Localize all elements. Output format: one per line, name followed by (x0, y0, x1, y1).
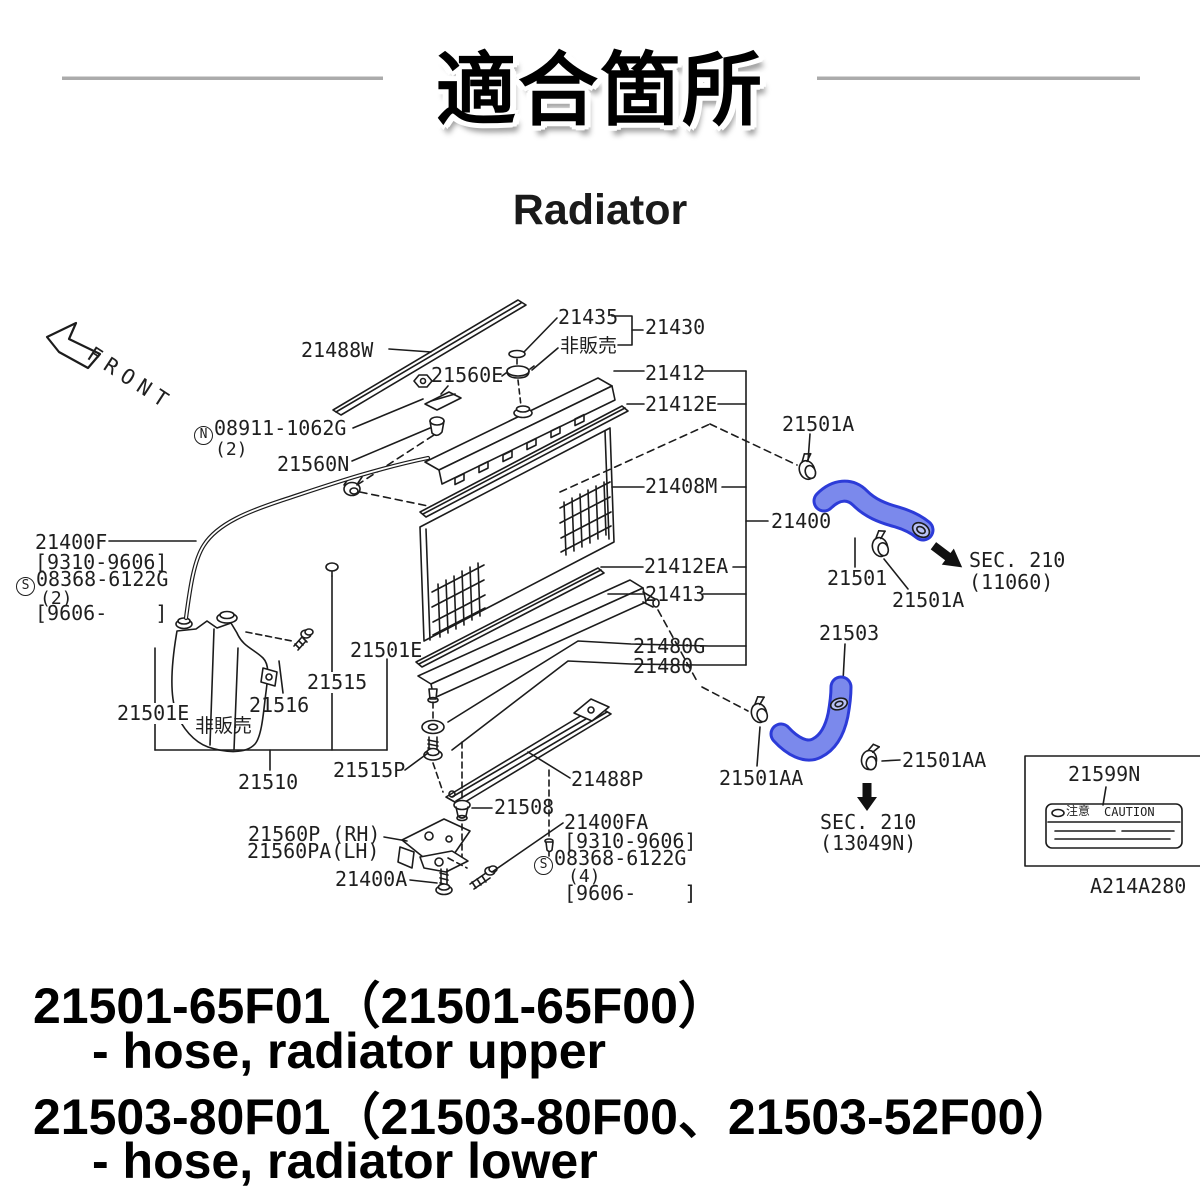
part-label-21503: 21503 (819, 621, 880, 645)
part-label-21560e: 21560E (431, 363, 504, 387)
part-label-2: (2) (40, 588, 73, 609)
part-label-: 注意 (1066, 804, 1091, 818)
reservoir-tank (171, 610, 314, 753)
part-label-21560palh: 21560PA(LH) (247, 839, 380, 863)
part-label-21516: 21516 (249, 693, 310, 717)
part-label-21435: 21435 (558, 305, 619, 329)
sec-210-arrow-upper (930, 542, 963, 568)
caution-label-box (1024, 755, 1200, 867)
bracket-21400-group (745, 370, 769, 666)
part-name-upper-hose: - hose, radiator upper (92, 1023, 606, 1079)
part-label-93109606: [9310-9606] (564, 829, 697, 853)
part-label-21430: 21430 (645, 315, 706, 339)
overflow-tube-21400f (108, 455, 431, 621)
seal-strip-21412e (419, 403, 747, 518)
radiator-lower-tank (417, 579, 747, 751)
part-label-21400fa: 21400FA (564, 810, 649, 834)
part-label-9606: [9606- ] (35, 601, 168, 625)
upper-mount-parts (343, 374, 481, 508)
part-label-21501e: 21501E (350, 638, 423, 662)
part-label-21488w: 21488W (301, 338, 374, 362)
circled-n-icon: N (194, 426, 213, 445)
part-label-21501: 21501 (827, 566, 888, 590)
upper-hose-21501 (793, 433, 963, 590)
title-divider-right (817, 76, 1140, 80)
part-label-21480g: 21480G (633, 634, 706, 658)
part-label-21515p: 21515P (333, 758, 406, 782)
part-label-21501e: 21501E (115, 701, 192, 725)
diagram-section-title: Radiator (512, 186, 688, 234)
part-label-21501a: 21501A (892, 588, 965, 612)
part-label-9606: [9606- ] (564, 881, 697, 905)
screw-21400fa (447, 822, 564, 890)
part-label-a214a280: A214A280 (1090, 874, 1187, 898)
part-label-93109606: [9310-9606] (35, 550, 168, 574)
part-label-21400f: 21400F (35, 530, 108, 554)
part-label-4: (4) (568, 866, 601, 887)
part-label-21488p: 21488P (571, 767, 644, 791)
part-label-: 非販売 (195, 715, 253, 737)
part-label-21510: 21510 (238, 770, 299, 794)
part-label-21413: 21413 (645, 582, 706, 606)
part-label-: 非販売 (560, 335, 618, 357)
part-label-21412e: 21412E (645, 392, 718, 416)
part-number-upper-hose: 21501-65F01（21501-65F00） (33, 978, 728, 1034)
page-title: 適合箇所 (436, 44, 764, 137)
mounting-strip-21488w (332, 299, 527, 416)
part-label-21515: 21515 (305, 670, 370, 694)
part-name-lower-hose: - hose, radiator lower (92, 1133, 598, 1189)
part-label-21508: 21508 (494, 795, 555, 819)
part-label-21501a: 21501A (782, 412, 855, 436)
part-label-caution: CAUTION (1104, 805, 1155, 819)
grommet-21508 (453, 741, 554, 858)
front-arrow-icon (45, 321, 102, 370)
part-label-21599n: 21599N (1068, 762, 1141, 786)
part-label-2: (2) (215, 439, 248, 460)
lower-hose-21503 (657, 609, 901, 811)
circled-s-icon: S (16, 577, 35, 596)
part-label-21408m: 21408M (645, 474, 718, 498)
washer-and-screw-stack (404, 701, 445, 793)
part-label-21560n: 21560N (277, 452, 350, 476)
part-label-21400: 21400 (771, 509, 832, 533)
radiator-core (419, 423, 798, 642)
part-label-21412: 21412 (645, 361, 706, 385)
seal-strip-21412ea (415, 566, 747, 668)
part-number-lower-hose: 21503-80F01（21503-80F00、21503-52F00） (33, 1089, 1076, 1145)
part-label-21480: 21480 (633, 654, 694, 678)
part-label-21412ea: 21412EA (644, 554, 729, 578)
sec-210-arrow-lower (857, 783, 877, 811)
part-label-sec210: SEC. 210 (820, 810, 917, 834)
comb-bracket-lines (154, 562, 388, 771)
part-label-21400a: 21400A (335, 867, 408, 891)
radiator-upper-tank (424, 370, 747, 486)
bolt-21400a (409, 868, 453, 896)
title-divider-left (62, 76, 383, 80)
part-label-21501aa: 21501AA (719, 766, 804, 790)
bracket-21560p (383, 818, 471, 873)
part-label-21501aa: 21501AA (902, 748, 987, 772)
part-label-11060: (11060) (969, 570, 1054, 594)
radiator-cap-group (501, 315, 644, 407)
circled-s-icon: S (534, 856, 553, 875)
part-label-sec210: SEC. 210 (969, 548, 1066, 572)
part-label-21560prh: 21560P (RH) (248, 822, 381, 846)
part-label-13049n: (13049N) (820, 831, 917, 855)
